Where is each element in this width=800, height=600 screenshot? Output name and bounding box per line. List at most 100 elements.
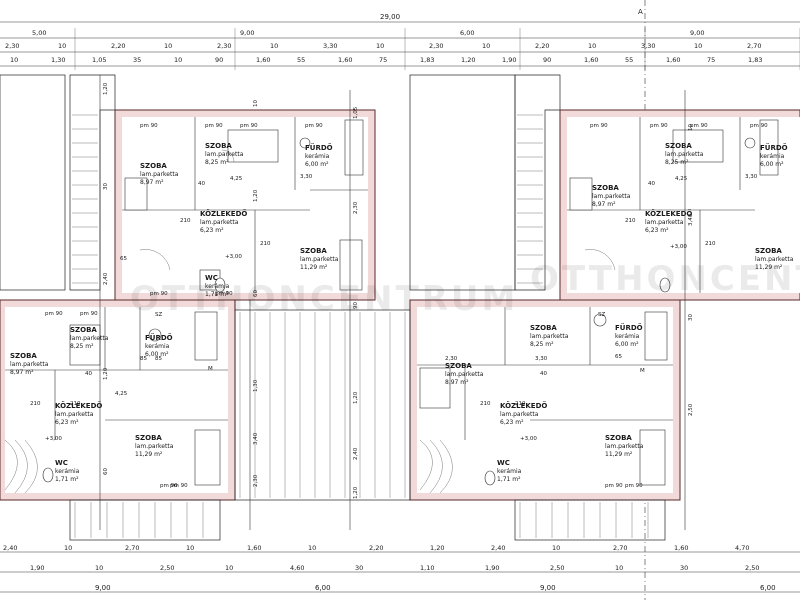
dim-bottom-2-2: 2,50 [160, 564, 174, 572]
dim-bottom-3-0: 9,00 [95, 584, 111, 592]
room-finish-12: lam.parketta [592, 193, 631, 200]
dim-vertical-16: 60 [103, 468, 109, 475]
dim-vertical-13: 1,30 [253, 379, 259, 392]
dim-bottom-1-5: 10 [308, 544, 316, 552]
dim-top-3-7: 55 [297, 56, 305, 64]
label-dim-240: 2,40 [353, 447, 359, 460]
dim-top-3-1: 1,30 [51, 56, 65, 64]
section-marker: A [638, 8, 643, 16]
watermark: OTTHONCENTRUM [130, 279, 518, 319]
room-finish-7: lam.parketta [70, 335, 109, 342]
dim-top-1-3: 9,00 [690, 29, 704, 37]
dim-top-3-14: 1,60 [584, 56, 598, 64]
label-dim-40-1: 40 [648, 181, 655, 187]
dim-vertical-8: 2,40 [103, 272, 109, 285]
label-dim-40-3: 40 [540, 371, 547, 377]
room-area-12: 8,97 m² [592, 201, 616, 208]
room-name-5: WC [205, 274, 218, 282]
room-finish-11: kerámia [55, 468, 80, 475]
unit-a-upper [114, 109, 376, 301]
dim-bottom-1-0: 2,40 [3, 544, 17, 552]
dim-bottom-2-4: 4,60 [290, 564, 304, 572]
room-finish-3: lam.parketta [200, 219, 239, 226]
dim-top-3-9: 75 [379, 56, 387, 64]
room-name-15: KÖZLEKEDŐ [645, 209, 692, 218]
label-level-2: +3,00 [45, 436, 62, 442]
room-finish-0: lam.parketta [140, 171, 179, 178]
room-area-20: 6,23 m² [500, 419, 524, 426]
label-door-15: pm 90 [45, 311, 63, 317]
dim-top-1-0: 5,00 [32, 29, 46, 37]
room-name-17: SZOBA [445, 362, 472, 370]
dim-overall: 29,00 [380, 13, 400, 21]
label-dim-65-1: 65 [615, 354, 622, 360]
label-door-height-4: 210 [705, 241, 716, 247]
label-door-12: pm 90 [605, 483, 623, 489]
dim-top-3-18: 1,83 [748, 56, 762, 64]
label-door-4: pm 90 [150, 291, 168, 297]
label-fixture-m-0: M [208, 366, 213, 372]
room-finish-13: lam.parketta [665, 151, 704, 158]
dim-vertical-17: 2,30 [253, 474, 259, 487]
dim-top-2-6: 3,30 [323, 42, 337, 50]
room-area-3: 6,23 m² [200, 227, 224, 234]
room-area-2: 6,00 m² [305, 161, 329, 168]
label-door-0: pm 90 [140, 123, 158, 129]
label-door-3: pm 90 [305, 123, 323, 129]
dim-top-3-15: 55 [625, 56, 633, 64]
label-door-height-1: 210 [260, 241, 271, 247]
dim-vertical-15: 2,50 [688, 403, 694, 416]
dim-vertical-2: 1,05 [353, 106, 359, 119]
dim-vertical-5: 1,20 [253, 189, 259, 202]
dim-bottom-2-8: 2,50 [550, 564, 564, 572]
dim-top-3-3: 35 [133, 56, 141, 64]
room-finish-15: lam.parketta [645, 219, 684, 226]
dim-bottom-1-3: 10 [186, 544, 194, 552]
dim-top-2-14: 2,70 [747, 42, 761, 50]
dim-bottom-2-3: 10 [225, 564, 233, 572]
room-name-6: SZOBA [10, 352, 37, 360]
room-finish-17: lam.parketta [445, 371, 484, 378]
room-name-1: SZOBA [205, 142, 232, 150]
room-name-22: WC [497, 459, 510, 467]
label-dim-40-2: 40 [85, 371, 92, 377]
room-name-18: SZOBA [530, 324, 557, 332]
room-name-19: FÜRDŐ [615, 323, 643, 332]
label-dim-230: 2,30 [445, 356, 458, 362]
room-area-0: 8,97 m² [140, 179, 164, 186]
room-finish-21: lam.parketta [605, 443, 644, 450]
room-area-22: 1,71 m² [497, 476, 521, 483]
dim-bottom-2-7: 1,90 [485, 564, 499, 572]
dim-top-2-0: 2,30 [5, 42, 19, 50]
dim-top-2-3: 10 [164, 42, 172, 50]
dim-bottom-1-8: 2,40 [491, 544, 505, 552]
room-finish-20: lam.parketta [500, 411, 539, 418]
dim-top-3-4: 10 [174, 56, 182, 64]
dim-vertical-7: 3,40 [688, 213, 694, 226]
dim-top-2-10: 2,20 [535, 42, 549, 50]
dim-bottom-1-2: 2,70 [125, 544, 139, 552]
label-dim-425-0: 4,25 [230, 176, 243, 182]
label-door-height-0: 210 [180, 218, 191, 224]
label-fixture-m-1: M [640, 368, 645, 374]
room-finish-16: lam.parketta [755, 256, 794, 263]
dim-bottom-1-6: 2,20 [369, 544, 383, 552]
room-name-0: SZOBA [140, 162, 167, 170]
step-blocks [69, 309, 666, 541]
dim-top-3-8: 1,60 [338, 56, 352, 64]
dim-top-3-17: 75 [707, 56, 715, 64]
dim-bottom-1-1: 10 [64, 544, 72, 552]
label-door-7: pm 90 [650, 123, 668, 129]
label-level-0: +3,00 [225, 254, 242, 260]
room-area-15: 6,23 m² [645, 227, 669, 234]
dim-vertical-11: 30 [688, 314, 694, 321]
dim-top-3-16: 1,60 [666, 56, 680, 64]
dim-vertical-1: 10 [253, 100, 259, 107]
room-finish-1: lam.parketta [205, 151, 244, 158]
room-name-13: SZOBA [665, 142, 692, 150]
room-area-16: 11,29 m² [755, 264, 783, 271]
